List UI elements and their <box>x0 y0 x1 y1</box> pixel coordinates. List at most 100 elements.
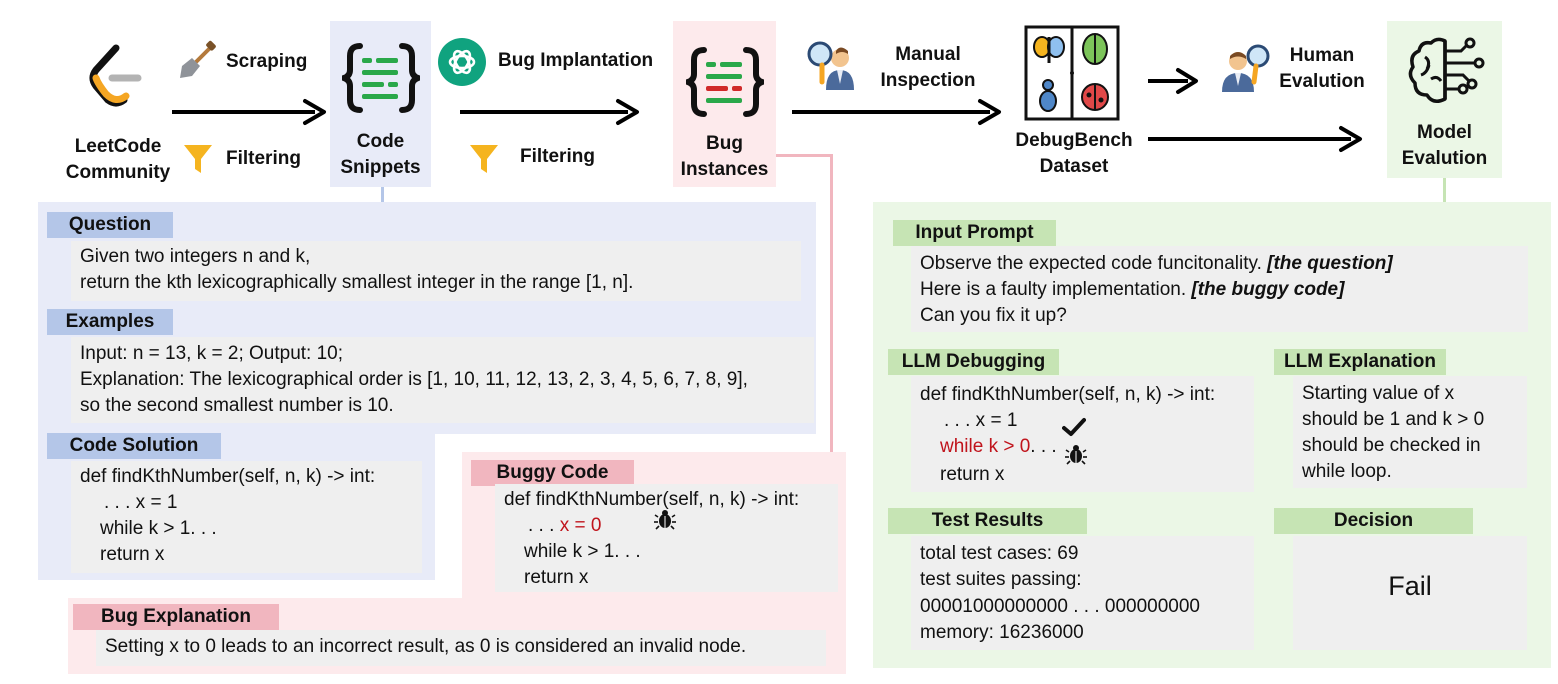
connector-bugs-v <box>830 154 833 454</box>
input-prompt-box <box>911 246 1528 332</box>
buggy-line-2-bug: x = 0 <box>559 515 602 536</box>
connector-bugs-h <box>776 154 833 157</box>
manual-inspection-line2: Inspection <box>880 70 976 91</box>
explain-line-3: should be checked in <box>1302 435 1481 456</box>
test-line-4: memory: 16236000 <box>920 622 1084 643</box>
bug-instances-icon <box>678 46 772 118</box>
solution-line-1: def findKthNumber(self, n, k) -> int: <box>80 466 376 487</box>
bug-icon <box>654 508 676 530</box>
model-evaluation-line2: Evalution <box>1401 148 1488 169</box>
source-label-line1: LeetCode <box>74 136 162 157</box>
input-line-1-text: Observe the expected code funcitonality. <box>920 253 1268 274</box>
llm-debugging-box <box>911 376 1254 492</box>
question-line-2: return the kth lexicographically smalles… <box>80 272 634 293</box>
solution-line-3: while k > 1. . . <box>100 518 217 539</box>
solution-header: Code Solution <box>47 433 221 459</box>
arrow-scrape-to-snippets <box>170 97 330 132</box>
input-line-2-text: Here is a faulty implementation. <box>920 279 1192 300</box>
manual-inspection-line1: Manual <box>895 44 961 65</box>
source-label: LeetCode Community <box>60 134 176 186</box>
human-evaluator-icon <box>1218 42 1272 94</box>
examples-line-2: Explanation: The lexicographical order i… <box>80 369 748 390</box>
test-line-3: 00001000000000 . . . 000000000 <box>920 596 1200 617</box>
human-evaluation-line1: Human <box>1289 45 1355 66</box>
solution-box <box>71 461 422 573</box>
debug-line-1: def findKthNumber(self, n, k) -> int: <box>920 384 1216 405</box>
dataset-icon <box>1024 25 1120 121</box>
test-results-box <box>911 536 1254 650</box>
buggy-line-3: while k > 1. . . <box>524 541 641 562</box>
code-snippets-icon <box>334 42 428 114</box>
dataset-line1: DebugBench <box>1015 130 1133 151</box>
arrow-dataset-to-human <box>1146 66 1201 101</box>
connector-snippets <box>381 187 384 204</box>
arrow-snippets-to-bugs <box>458 97 643 132</box>
inspector-icon <box>806 38 862 92</box>
debug-line-3-ellipsis: . . . <box>1030 436 1057 457</box>
buggy-line-1: def findKthNumber(self, n, k) -> int: <box>504 489 800 510</box>
dataset-line2: Dataset <box>1039 156 1109 177</box>
bug-instances-label: Bug Instances <box>673 131 776 183</box>
debug-line-3: while k > 0. . . <box>940 434 1057 460</box>
llm-explanation-box <box>1293 376 1527 488</box>
decision-header: Decision <box>1274 508 1473 534</box>
input-prompt-header: Input Prompt <box>893 220 1056 246</box>
filtering-label-2: Filtering <box>520 146 595 167</box>
code-snippets-label: Code Snippets <box>330 129 431 181</box>
arrow-bugs-to-dataset <box>790 97 1005 132</box>
question-header: Question <box>47 212 173 238</box>
explain-line-4: while loop. <box>1302 461 1392 482</box>
explain-line-2: should be 1 and k > 0 <box>1302 409 1485 430</box>
model-evaluation-line1: Model <box>1417 122 1472 143</box>
check-icon <box>1062 417 1086 437</box>
dataset-label: DebugBench Dataset <box>1008 128 1140 180</box>
solution-line-2: . . . x = 1 <box>104 492 178 513</box>
code-snippets-line2: Snippets <box>340 157 421 178</box>
input-line-1: Observe the expected code funcitonality.… <box>920 251 1393 277</box>
code-snippets-line1: Code <box>356 131 405 152</box>
buggy-line-2-prefix: . . . <box>528 515 560 536</box>
debug-line-3-code: while k > 0 <box>940 436 1031 457</box>
bug-instances-line1: Bug <box>706 133 743 154</box>
source-label-line2: Community <box>65 162 171 183</box>
funnel-icon-2 <box>468 142 500 176</box>
leetcode-logo <box>86 44 142 108</box>
bug-explanation-header: Bug Explanation <box>73 604 279 630</box>
buggy-code-box <box>495 484 838 592</box>
explain-line-1: Starting value of x <box>1302 383 1455 404</box>
bug-implantation-label: Bug Implantation <box>498 50 654 71</box>
buggy-line-4: return x <box>524 567 589 588</box>
bug-explanation-box <box>96 630 826 666</box>
examples-line-1: Input: n = 13, k = 2; Output: 10; <box>80 343 344 364</box>
arrow-dataset-to-model <box>1146 124 1366 159</box>
model-evaluation-label: Model Evalution <box>1387 120 1502 172</box>
question-line-1: Given two integers n and k, <box>80 246 311 267</box>
test-results-header: Test Results <box>888 508 1087 534</box>
test-line-2: test suites passing: <box>920 569 1082 590</box>
input-line-2: Here is a faulty implementation. [the bu… <box>920 277 1344 303</box>
buggy-line-2: . . . x = 0 <box>528 513 601 539</box>
scraping-label: Scraping <box>226 51 308 72</box>
llm-debugging-header: LLM Debugging <box>888 349 1059 375</box>
shovel-icon <box>176 40 218 82</box>
bug-icon-2 <box>1065 443 1087 465</box>
debug-line-4: return x <box>940 464 1005 485</box>
input-line-1-placeholder: [the question] <box>1267 253 1393 274</box>
decision-box <box>1293 536 1527 650</box>
human-evaluation-label: Human Evalution <box>1272 43 1372 95</box>
funnel-icon <box>182 142 214 176</box>
debug-line-2: . . . x = 1 <box>944 410 1018 431</box>
filtering-label-1: Filtering <box>226 148 301 169</box>
examples-header: Examples <box>47 309 173 335</box>
input-line-2-placeholder: [the buggy code] <box>1191 279 1345 300</box>
llm-explanation-header: LLM Explanation <box>1274 349 1446 375</box>
examples-line-3: so the second smallest number is 10. <box>80 395 394 416</box>
bug-explanation-text: Setting x to 0 leads to an incorrect res… <box>105 636 747 657</box>
input-line-3: Can you fix it up? <box>920 305 1067 326</box>
decision-value: Fail <box>1388 571 1432 601</box>
buggy-code-header: Buggy Code <box>471 460 634 486</box>
human-evaluation-line2: Evalution <box>1279 71 1365 92</box>
chatgpt-icon <box>437 37 487 87</box>
bug-instances-line2: Instances <box>680 159 769 180</box>
test-line-1: total test cases: 69 <box>920 543 1079 564</box>
